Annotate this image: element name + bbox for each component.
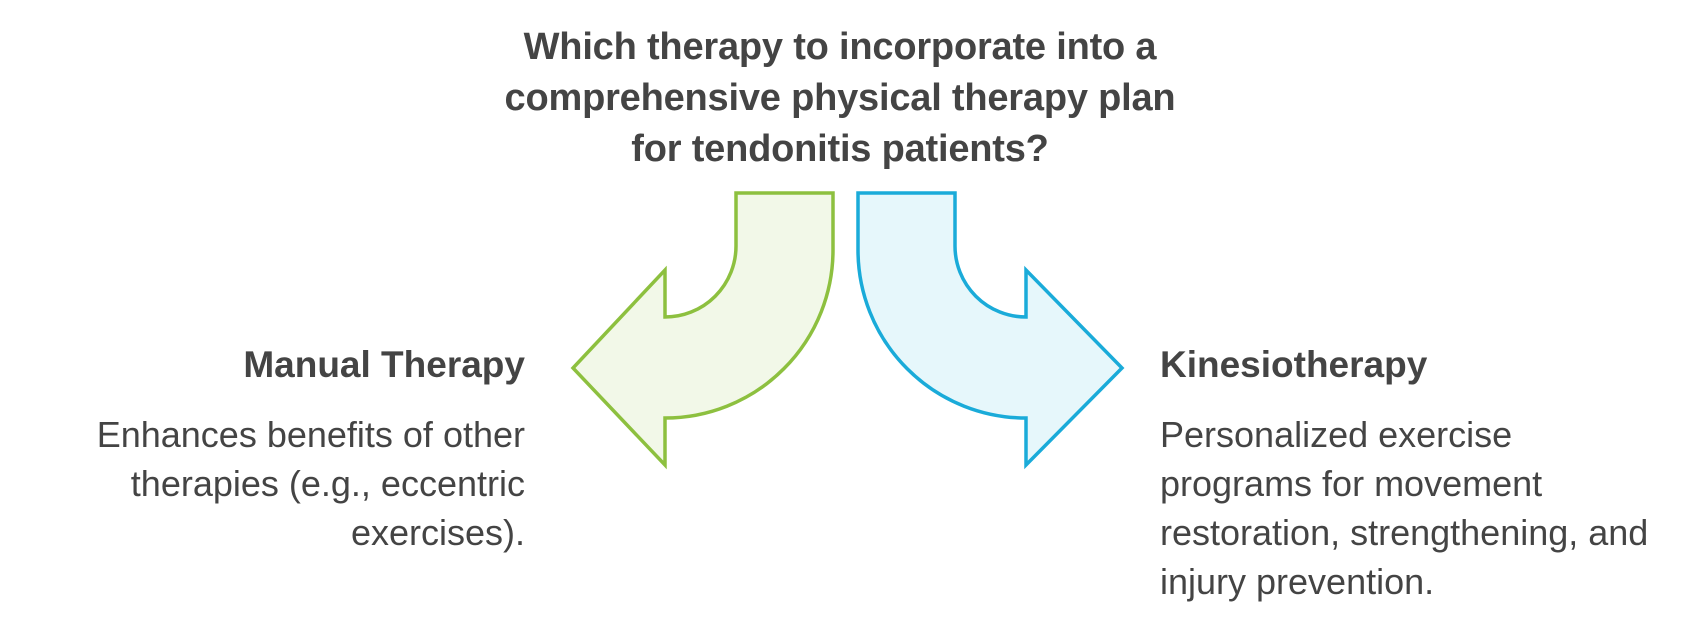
right-arrow-icon — [856, 191, 1125, 470]
left-arrow-icon — [570, 191, 835, 470]
option-description-kinesiotherapy: Personalized exercise programs for movem… — [1160, 414, 1649, 602]
option-heading-kinesiotherapy: Kinesiotherapy — [1160, 344, 1428, 385]
option-description-manual-therapy: Enhances benefits of other therapies (e.… — [96, 414, 525, 553]
option-heading-manual-therapy: Manual Therapy — [243, 344, 525, 385]
diagram-title: Which therapy to incorporate into a comp… — [504, 26, 1176, 170]
